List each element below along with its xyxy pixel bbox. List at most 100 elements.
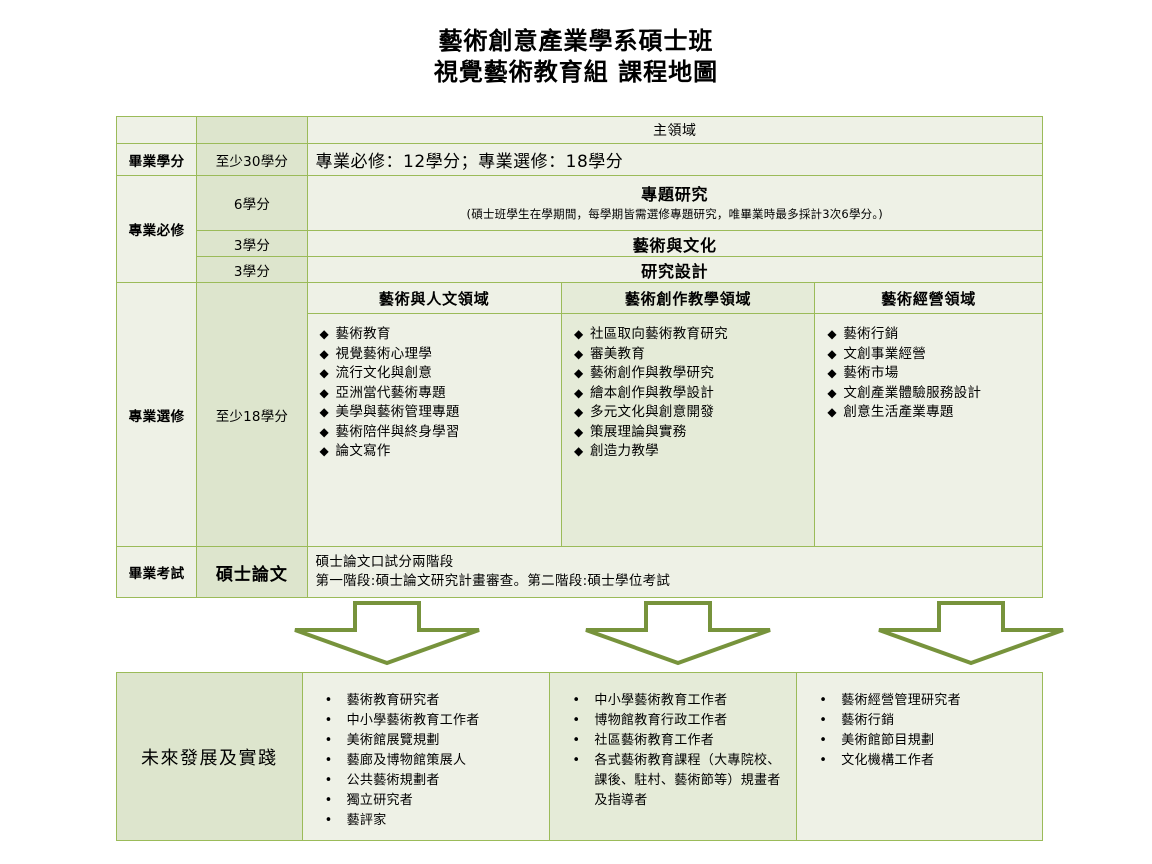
credit-graduation: 至少30學分	[196, 143, 308, 176]
course-label: 多元文化與創意開發	[589, 404, 715, 420]
dot-bullet-icon: •	[572, 693, 581, 708]
dot-bullet-icon: •	[819, 693, 828, 708]
diamond-bullet-icon: ◆	[573, 366, 584, 380]
elective-domain-name-1: 藝術創作教學領域	[624, 289, 752, 308]
diamond-bullet-icon: ◆	[573, 424, 584, 439]
outcome-list-art-creation-teaching: •中小學藝術教育工作者•博物館教育行政工作者•社區藝術教育工作者•各式藝術教育課…	[550, 673, 796, 811]
diamond-bullet-icon: ◆	[827, 385, 837, 400]
main-domain-header-label: 主領域	[653, 123, 697, 139]
graduation-exam-content-cell: 碩士論文口試分兩階段 第一階段:碩士論文研究計畫審查。第二階段:碩士學位考試	[306, 546, 1044, 598]
required-art-culture-cell: 藝術與文化	[306, 230, 1044, 257]
outcome-item: •公共藝術規劃者	[325, 771, 540, 791]
course-label: 創意生活產業專題	[843, 404, 954, 420]
elective-courses-cell-1: ◆社區取向藝術教育研究◆審美教育◆藝術創作與教學研究◆繪本創作與教學設計◆多元文…	[560, 313, 816, 547]
course-label: 繪本創作與教學設計	[589, 384, 715, 401]
dot-bullet-icon: •	[324, 793, 333, 808]
outcome-label: 社區藝術教育工作者	[594, 733, 715, 748]
diamond-bullet-icon: ◆	[827, 366, 837, 380]
elective-domain-header-0: 藝術與人文領域	[306, 282, 562, 314]
course-label: 視覺藝術心理學	[335, 345, 433, 362]
course-item: ◆論文寫作	[320, 442, 561, 462]
course-item: ◆ 流行文化與創意	[320, 364, 561, 384]
course-item: ◆藝術創作與教學研究	[574, 364, 814, 384]
table-row-graduation-exam: 畢業考試 碩士論文 碩士論文口試分兩階段 第一階段:碩士論文研究計畫審查。第二階…	[115, 546, 1044, 598]
elective-courses-cell-0: ◆藝術教育◆視覺藝術心理學◆流行文化與創意◆亞洲當代藝術專題◆美學與藝術管理專題…	[306, 313, 562, 547]
future-outcomes-cell-0: •藝術教育研究者•中小學藝術教育工作者•美術館展覽規劃•藝廊及博物館策展人•公共…	[301, 672, 551, 841]
outcome-label: 藝術行銷	[841, 713, 895, 728]
table-row-elective-domain-headers: 專業選修 至少18學分 藝術與人文領域 藝術創作教學領域 藝術經營領域	[115, 282, 1043, 547]
outcome-label: 博物館教育行政工作者	[594, 713, 728, 728]
dot-bullet-icon: •	[819, 753, 828, 768]
outcome-item: •藝術教育研究者	[325, 691, 540, 711]
diamond-bullet-icon: ◆	[319, 424, 330, 439]
arrow-connectors	[116, 596, 1064, 674]
course-item: ◆ 繪本創作與教學設計	[574, 384, 814, 404]
down-arrow-icon-1	[294, 601, 480, 666]
course-item: ◆ 藝術行銷	[827, 325, 1042, 345]
outcome-item: •藝術經營管理研究者	[819, 691, 1032, 711]
course-label: 文創事業經營	[843, 345, 927, 362]
diamond-bullet-icon: ◆	[827, 346, 837, 361]
spacer-cell-credit	[196, 116, 308, 144]
page-title: 藝術創意產業學系碩士班 視覺藝術教育組 課程地圖	[0, 26, 1152, 88]
outcome-item: • 中小學藝術教育工作者	[572, 691, 786, 711]
row-label-required: 專業必修	[115, 175, 198, 283]
outcome-label: 中小學藝術教育工作者	[346, 713, 480, 728]
outcome-label: 藝廊及博物館策展人	[346, 753, 467, 768]
course-label: 社區取向藝術教育研究	[589, 326, 728, 342]
outcome-label: 藝術教育研究者	[346, 693, 440, 708]
elective-courses-cell-2: ◆藝術行銷◆文創事業經營◆藝術市場◆文創產業體驗服務設計◆創意生活產業專題	[814, 313, 1043, 547]
course-label: 策展理論與實務	[589, 423, 687, 440]
outcome-item: • 藝評家	[325, 811, 540, 831]
course-list-art-management: ◆藝術行銷◆文創事業經營◆藝術市場◆文創產業體驗服務設計◆創意生活產業專題	[815, 314, 1042, 423]
table-row-elective-courses: ◆藝術教育◆視覺藝術心理學◆流行文化與創意◆亞洲當代藝術專題◆美學與藝術管理專題…	[117, 313, 1043, 547]
outcome-list-arts-humanities: •藝術教育研究者•中小學藝術教育工作者•美術館展覽規劃•藝廊及博物館策展人•公共…	[303, 673, 550, 831]
course-label: 亞洲當代藝術專題	[335, 384, 446, 401]
diamond-bullet-icon: ◆	[573, 385, 584, 400]
dot-bullet-icon: •	[572, 733, 581, 748]
course-item: ◆社區取向藝術教育研究	[574, 325, 814, 345]
outcome-label: 藝評家	[346, 813, 387, 828]
required-course-title-0: 專題研究	[641, 185, 709, 205]
course-item: ◆ 創意生活產業專題	[827, 403, 1042, 423]
outcome-item: • 社區藝術教育工作者	[572, 731, 786, 751]
row-label-elective: 專業選修	[115, 282, 198, 547]
outcome-label: 中小學藝術教育工作者	[594, 693, 728, 708]
table-row-future-development: 未來發展及實踐 •藝術教育研究者•中小學藝術教育工作者•美術館展覽規劃•藝廊及博…	[116, 672, 1043, 841]
course-label: 流行文化與創意	[335, 365, 433, 381]
future-development-label-cell: 未來發展及實踐	[116, 672, 303, 841]
dot-bullet-icon: •	[324, 813, 333, 828]
table-row-required-topic-research: 專業必修 6學分 專題研究 (碩士班學生在學期間，每學期皆需選修專題研究，唯畢業…	[115, 175, 1044, 283]
table-row-required-research-design: 3學分 研究設計	[117, 256, 1044, 283]
course-item: ◆ 策展理論與實務	[574, 423, 814, 443]
course-item: ◆文創產業體驗服務設計	[827, 384, 1042, 404]
outcome-item: •美術館展覽規劃	[325, 731, 540, 751]
credit-graduation-exam: 碩士論文	[196, 546, 308, 598]
diamond-bullet-icon: ◆	[319, 444, 330, 458]
credit-required-2: 3學分	[196, 256, 308, 283]
course-list-arts-humanities: ◆藝術教育◆視覺藝術心理學◆流行文化與創意◆亞洲當代藝術專題◆美學與藝術管理專題…	[308, 314, 561, 462]
course-label: 藝術教育	[335, 326, 391, 342]
outcome-item: • 藝術行銷	[819, 711, 1032, 731]
diamond-bullet-icon: ◆	[573, 346, 584, 361]
diamond-bullet-icon: ◆	[319, 346, 330, 361]
course-item: ◆藝術市場	[827, 364, 1042, 384]
dot-bullet-icon: •	[819, 713, 828, 728]
row-label-graduation-exam: 畢業考試	[115, 546, 198, 598]
outcome-item: •中小學藝術教育工作者	[325, 711, 540, 731]
main-domain-header-cell: 主領域	[306, 116, 1044, 144]
course-label: 藝術行銷	[843, 326, 899, 342]
down-arrow-icon-3	[878, 601, 1064, 666]
outcome-list-art-management: •藝術經營管理研究者•藝術行銷•美術館節目規劃•文化機構工作者	[797, 673, 1042, 771]
future-development-label: 未來發展及實踐	[141, 747, 278, 769]
diamond-bullet-icon: ◆	[319, 366, 330, 380]
course-item: ◆ 藝術教育	[320, 325, 561, 345]
course-label: 創造力教學	[589, 443, 659, 459]
diamond-bullet-icon: ◆	[827, 327, 837, 341]
diamond-bullet-icon: ◆	[827, 405, 837, 419]
table-row-graduation-credits: 畢業學分 至少30學分 專業必修：12學分；專業選修：18學分	[115, 143, 1044, 176]
course-item: ◆創造力教學	[574, 442, 814, 462]
diamond-bullet-icon: ◆	[319, 327, 330, 341]
outcome-item: • 文化機構工作者	[819, 751, 1032, 771]
outcome-label: 文化機構工作者	[841, 753, 935, 768]
